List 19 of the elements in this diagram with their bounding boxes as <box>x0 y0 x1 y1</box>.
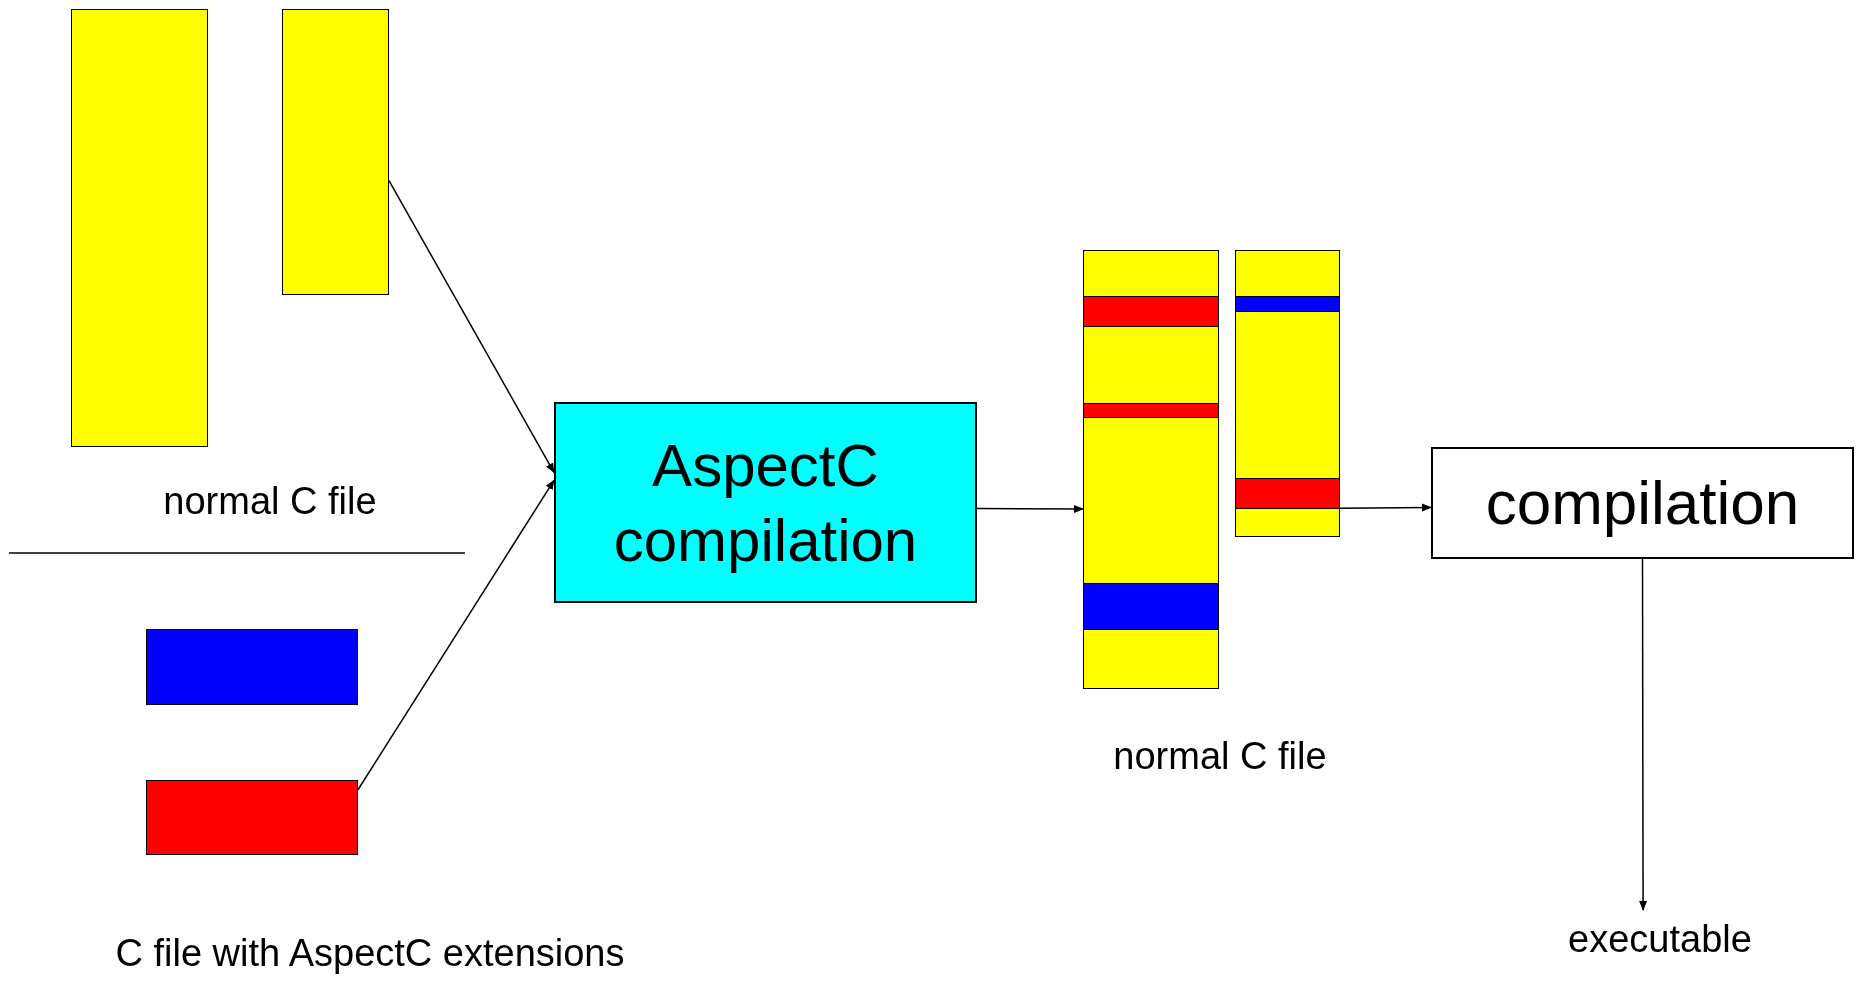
box-label: AspectC compilation <box>612 430 919 576</box>
file-block <box>282 9 389 295</box>
striped-file-drawing <box>1235 250 1340 537</box>
extension-block <box>146 780 358 855</box>
file-block <box>71 9 208 447</box>
caption-label: normal C file <box>163 480 377 522</box>
striped-file-drawing <box>1083 250 1219 689</box>
caption-label: C file with AspectC extensions <box>115 932 625 974</box>
arrow <box>976 504 1084 513</box>
arrow <box>1339 503 1432 512</box>
caption-label: normal C file <box>1113 735 1327 777</box>
process-box <box>554 402 977 603</box>
arrow <box>357 479 555 791</box>
box-label: compilation <box>1485 467 1800 540</box>
extension-block <box>146 629 358 705</box>
process-box <box>1431 447 1854 559</box>
arrow <box>1639 558 1648 911</box>
arrow <box>388 179 555 474</box>
output-text: executable <box>1568 917 1752 963</box>
